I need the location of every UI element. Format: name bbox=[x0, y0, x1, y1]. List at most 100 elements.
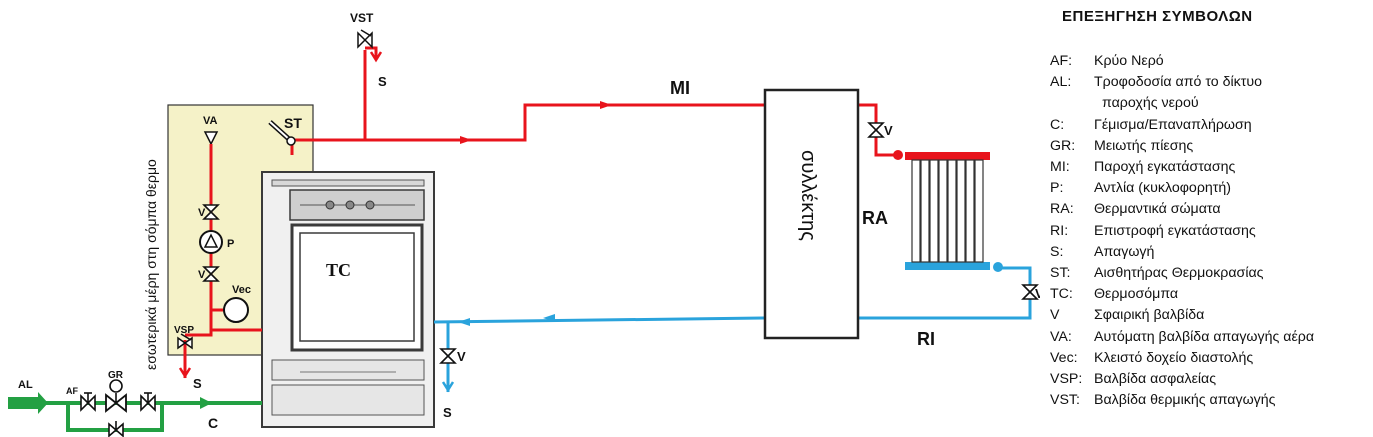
v-pump-bottom-label: V bbox=[198, 269, 206, 281]
legend-item: AF: Κρύο Νερό bbox=[1050, 51, 1370, 72]
legend-item: GR: Μειωτής πίεσης bbox=[1050, 136, 1370, 157]
legend-code: V bbox=[1050, 307, 1060, 324]
legend-description: Θερμαντικά σώματα bbox=[1094, 201, 1221, 218]
legend-code: VSP: bbox=[1050, 371, 1083, 388]
legend-code: VST: bbox=[1050, 392, 1080, 409]
ri-label: RI bbox=[917, 329, 935, 349]
af-valve bbox=[80, 392, 96, 412]
legend-description: Παροχή εγκατάστασης bbox=[1094, 159, 1236, 176]
ra-label: RA bbox=[862, 208, 888, 228]
st-sensor bbox=[268, 120, 296, 146]
legend-description: Μειωτής πίεσης bbox=[1094, 137, 1194, 154]
vsp-safety-valve bbox=[177, 333, 193, 350]
legend-description: Αντλία (κυκλοφορητή) bbox=[1094, 180, 1232, 197]
thermostove bbox=[261, 171, 435, 428]
legend-description: παροχής νερού bbox=[1102, 95, 1199, 112]
v-drain-label: V bbox=[457, 349, 466, 364]
legend-code: VA: bbox=[1050, 328, 1072, 345]
legend-item: RI: Επιστροφή εγκατάστασης bbox=[1050, 221, 1370, 242]
legend-code: Vec: bbox=[1050, 349, 1078, 366]
legend-item: S: Απαγωγή bbox=[1050, 242, 1370, 263]
legend-description: Σφαιρική βαλβίδα bbox=[1094, 307, 1205, 324]
internal-parts-label: εσωτερικά μέρη στη σόμπα θερμο bbox=[143, 159, 159, 370]
legend-code: P: bbox=[1050, 180, 1064, 197]
valve-pump-bottom bbox=[202, 266, 220, 282]
legend-code bbox=[1050, 93, 1094, 114]
legend-item: VST: Βαλβίδα θερμικής απαγωγής bbox=[1050, 390, 1370, 411]
feed-valve-right bbox=[140, 392, 156, 412]
va-valve bbox=[203, 131, 219, 155]
legend-description: Αυτόματη βαλβίδα απαγωγής αέρα bbox=[1094, 328, 1315, 345]
drain-symbol-bottom bbox=[441, 381, 455, 393]
legend-description: Επιστροφή εγκατάστασης bbox=[1094, 222, 1256, 239]
legend-description: Αισθητήρας Θερμοκρασίας bbox=[1094, 265, 1264, 282]
expansion-vessel bbox=[211, 297, 249, 323]
legend-code: AF: bbox=[1050, 53, 1073, 69]
legend-item: παροχής νερού bbox=[1050, 93, 1370, 114]
legend-item: P: Αντλία (κυκλοφορητή) bbox=[1050, 178, 1370, 199]
drain-symbol-vsp bbox=[178, 367, 192, 379]
tc-label: TC bbox=[326, 260, 351, 280]
legend-code: C: bbox=[1050, 116, 1065, 133]
collector-label: συλλέκτης bbox=[797, 150, 819, 241]
gr-label: GR bbox=[108, 370, 124, 381]
p-label: P bbox=[227, 238, 234, 250]
hydraulic-diagram: εσωτερικά μέρη στη σόμπα θερμο TC bbox=[8, 11, 1040, 437]
af-label: AF bbox=[66, 386, 78, 396]
collector bbox=[763, 88, 860, 340]
valve-pump-top bbox=[202, 204, 220, 220]
legend-item: MI: Παροχή εγκατάστασης bbox=[1050, 157, 1370, 178]
legend-description: Γέμισμα/Επαναπλήρωση bbox=[1094, 116, 1252, 133]
vec-label: Vec bbox=[232, 284, 251, 296]
legend-title: ΕΠΕΞΗΓΗΣΗ ΣΥΜΒΟΛΩΝ bbox=[1062, 8, 1253, 25]
legend-description: Τροφοδοσία από το δίκτυο bbox=[1094, 74, 1263, 91]
legend-item: V Σφαιρική βαλβίδα bbox=[1050, 305, 1370, 326]
legend-code: S: bbox=[1050, 243, 1064, 260]
legend-item: AL: Τροφοδοσία από το δίκτυο bbox=[1050, 72, 1370, 93]
bypass-valve bbox=[108, 421, 124, 437]
v-return-label: V bbox=[1035, 286, 1040, 301]
s-top-label: S bbox=[378, 74, 387, 89]
legend-item: RA: Θερμαντικά σώματα bbox=[1050, 199, 1370, 220]
legend-code: GR: bbox=[1050, 137, 1076, 154]
legend-item: TC: Θερμοσόμπα bbox=[1050, 284, 1370, 305]
legend-description: Βαλβίδα ασφαλείας bbox=[1094, 371, 1217, 388]
radiator bbox=[893, 150, 1003, 272]
circulation-pump bbox=[199, 230, 223, 254]
legend-description: Βαλβίδα θερμικής απαγωγής bbox=[1094, 392, 1276, 409]
legend-item: ST: Αισθητήρας Θερμοκρασίας bbox=[1050, 263, 1370, 284]
legend-code: TC: bbox=[1050, 286, 1073, 303]
al-label: AL bbox=[18, 379, 33, 391]
return-pipes bbox=[433, 266, 1032, 392]
valve-return bbox=[1021, 284, 1039, 300]
mi-label: MI bbox=[670, 78, 690, 98]
legend-description: Απαγωγή bbox=[1094, 243, 1155, 260]
al-arrow bbox=[8, 392, 48, 414]
vst-valve bbox=[357, 29, 373, 49]
legend-code: ST: bbox=[1050, 265, 1071, 282]
legend-code: RI: bbox=[1050, 222, 1069, 239]
legend-code: RA: bbox=[1050, 201, 1074, 218]
pressure-reducer bbox=[105, 379, 127, 413]
v-radiator-label: V bbox=[884, 123, 893, 138]
c-label: C bbox=[208, 415, 218, 431]
valve-drain bbox=[439, 348, 457, 364]
legend-item: C: Γέμισμα/Επαναπλήρωση bbox=[1050, 115, 1370, 136]
legend-description: Κρύο Νερό bbox=[1094, 53, 1164, 69]
vsp-label: VSP bbox=[174, 325, 194, 336]
drain-symbol-top bbox=[369, 51, 383, 63]
legend-code: MI: bbox=[1050, 159, 1070, 176]
v-pump-top-label: V bbox=[198, 207, 206, 219]
legend-description: Θερμοσόμπα bbox=[1094, 286, 1179, 303]
legend-item: Vec:Κλειστό δοχείο διαστολής bbox=[1050, 348, 1370, 369]
legend-item: VSP: Βαλβίδα ασφαλείας bbox=[1050, 369, 1370, 390]
s-vsp-label: S bbox=[193, 376, 202, 391]
va-label: VA bbox=[203, 115, 218, 127]
valve-radiator bbox=[867, 122, 885, 138]
legend-code: AL: bbox=[1050, 74, 1072, 91]
st-label: ST bbox=[284, 115, 302, 131]
vst-label: VST bbox=[350, 11, 374, 25]
s-drain-label: S bbox=[443, 405, 452, 420]
